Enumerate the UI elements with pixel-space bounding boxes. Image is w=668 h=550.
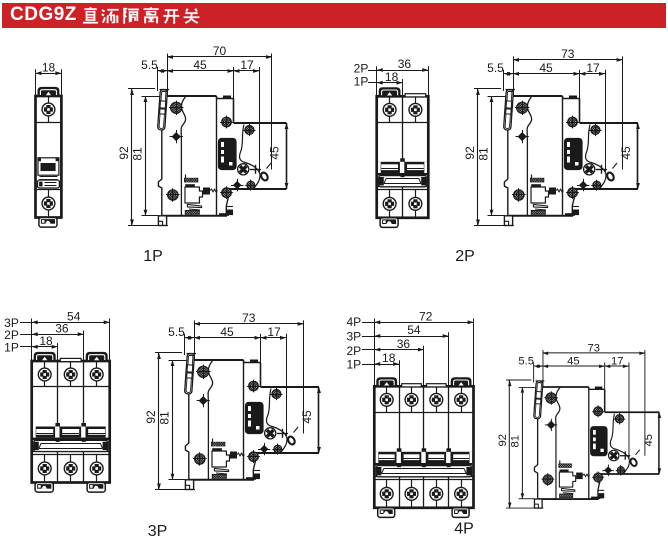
svg-text:18: 18 xyxy=(382,351,396,365)
svg-text:17: 17 xyxy=(240,58,254,72)
svg-text:92: 92 xyxy=(497,434,509,446)
svg-text:92: 92 xyxy=(463,146,477,160)
svg-text:18: 18 xyxy=(42,60,56,74)
svg-text:18: 18 xyxy=(39,334,53,348)
svg-text:36: 36 xyxy=(398,57,412,71)
svg-text:72: 72 xyxy=(419,310,433,324)
svg-text:45: 45 xyxy=(268,146,282,160)
svg-text:73: 73 xyxy=(561,47,575,61)
svg-text:18: 18 xyxy=(385,70,399,84)
svg-text:3P: 3P xyxy=(148,523,168,540)
svg-text:3P: 3P xyxy=(4,316,19,330)
svg-text:45: 45 xyxy=(567,356,579,368)
svg-text:54: 54 xyxy=(407,323,421,337)
svg-text:17: 17 xyxy=(586,61,600,75)
svg-text:45: 45 xyxy=(643,434,655,446)
svg-text:45: 45 xyxy=(539,61,553,75)
svg-text:5.5: 5.5 xyxy=(141,58,158,72)
svg-text:73: 73 xyxy=(587,343,599,355)
svg-text:2P: 2P xyxy=(4,328,19,342)
svg-text:73: 73 xyxy=(242,311,256,325)
svg-text:54: 54 xyxy=(67,310,81,324)
svg-text:2P: 2P xyxy=(354,62,369,76)
svg-text:5.5: 5.5 xyxy=(168,325,185,339)
svg-text:3P: 3P xyxy=(346,330,361,344)
svg-text:92: 92 xyxy=(144,410,158,424)
svg-text:70: 70 xyxy=(213,44,227,58)
svg-text:36: 36 xyxy=(397,337,411,351)
svg-text:81: 81 xyxy=(131,147,145,161)
svg-text:17: 17 xyxy=(267,325,281,339)
svg-text:81: 81 xyxy=(158,411,172,425)
svg-text:4P: 4P xyxy=(454,521,474,538)
svg-text:5.5: 5.5 xyxy=(487,61,504,75)
svg-text:17: 17 xyxy=(611,356,623,368)
svg-text:2P: 2P xyxy=(346,344,361,358)
svg-text:45: 45 xyxy=(300,410,314,424)
svg-text:5.5: 5.5 xyxy=(518,356,534,368)
svg-text:2P: 2P xyxy=(455,248,475,265)
svg-text:1P: 1P xyxy=(346,358,361,372)
svg-text:45: 45 xyxy=(619,146,633,160)
svg-text:45: 45 xyxy=(220,325,234,339)
svg-text:1P: 1P xyxy=(4,340,19,354)
svg-text:45: 45 xyxy=(193,58,207,72)
svg-text:4P: 4P xyxy=(346,315,361,329)
svg-text:92: 92 xyxy=(117,146,131,160)
svg-text:81: 81 xyxy=(477,147,491,161)
svg-text:1P: 1P xyxy=(354,74,369,88)
svg-text:1P: 1P xyxy=(143,248,163,265)
svg-text:36: 36 xyxy=(55,321,69,335)
svg-text:81: 81 xyxy=(510,435,522,447)
